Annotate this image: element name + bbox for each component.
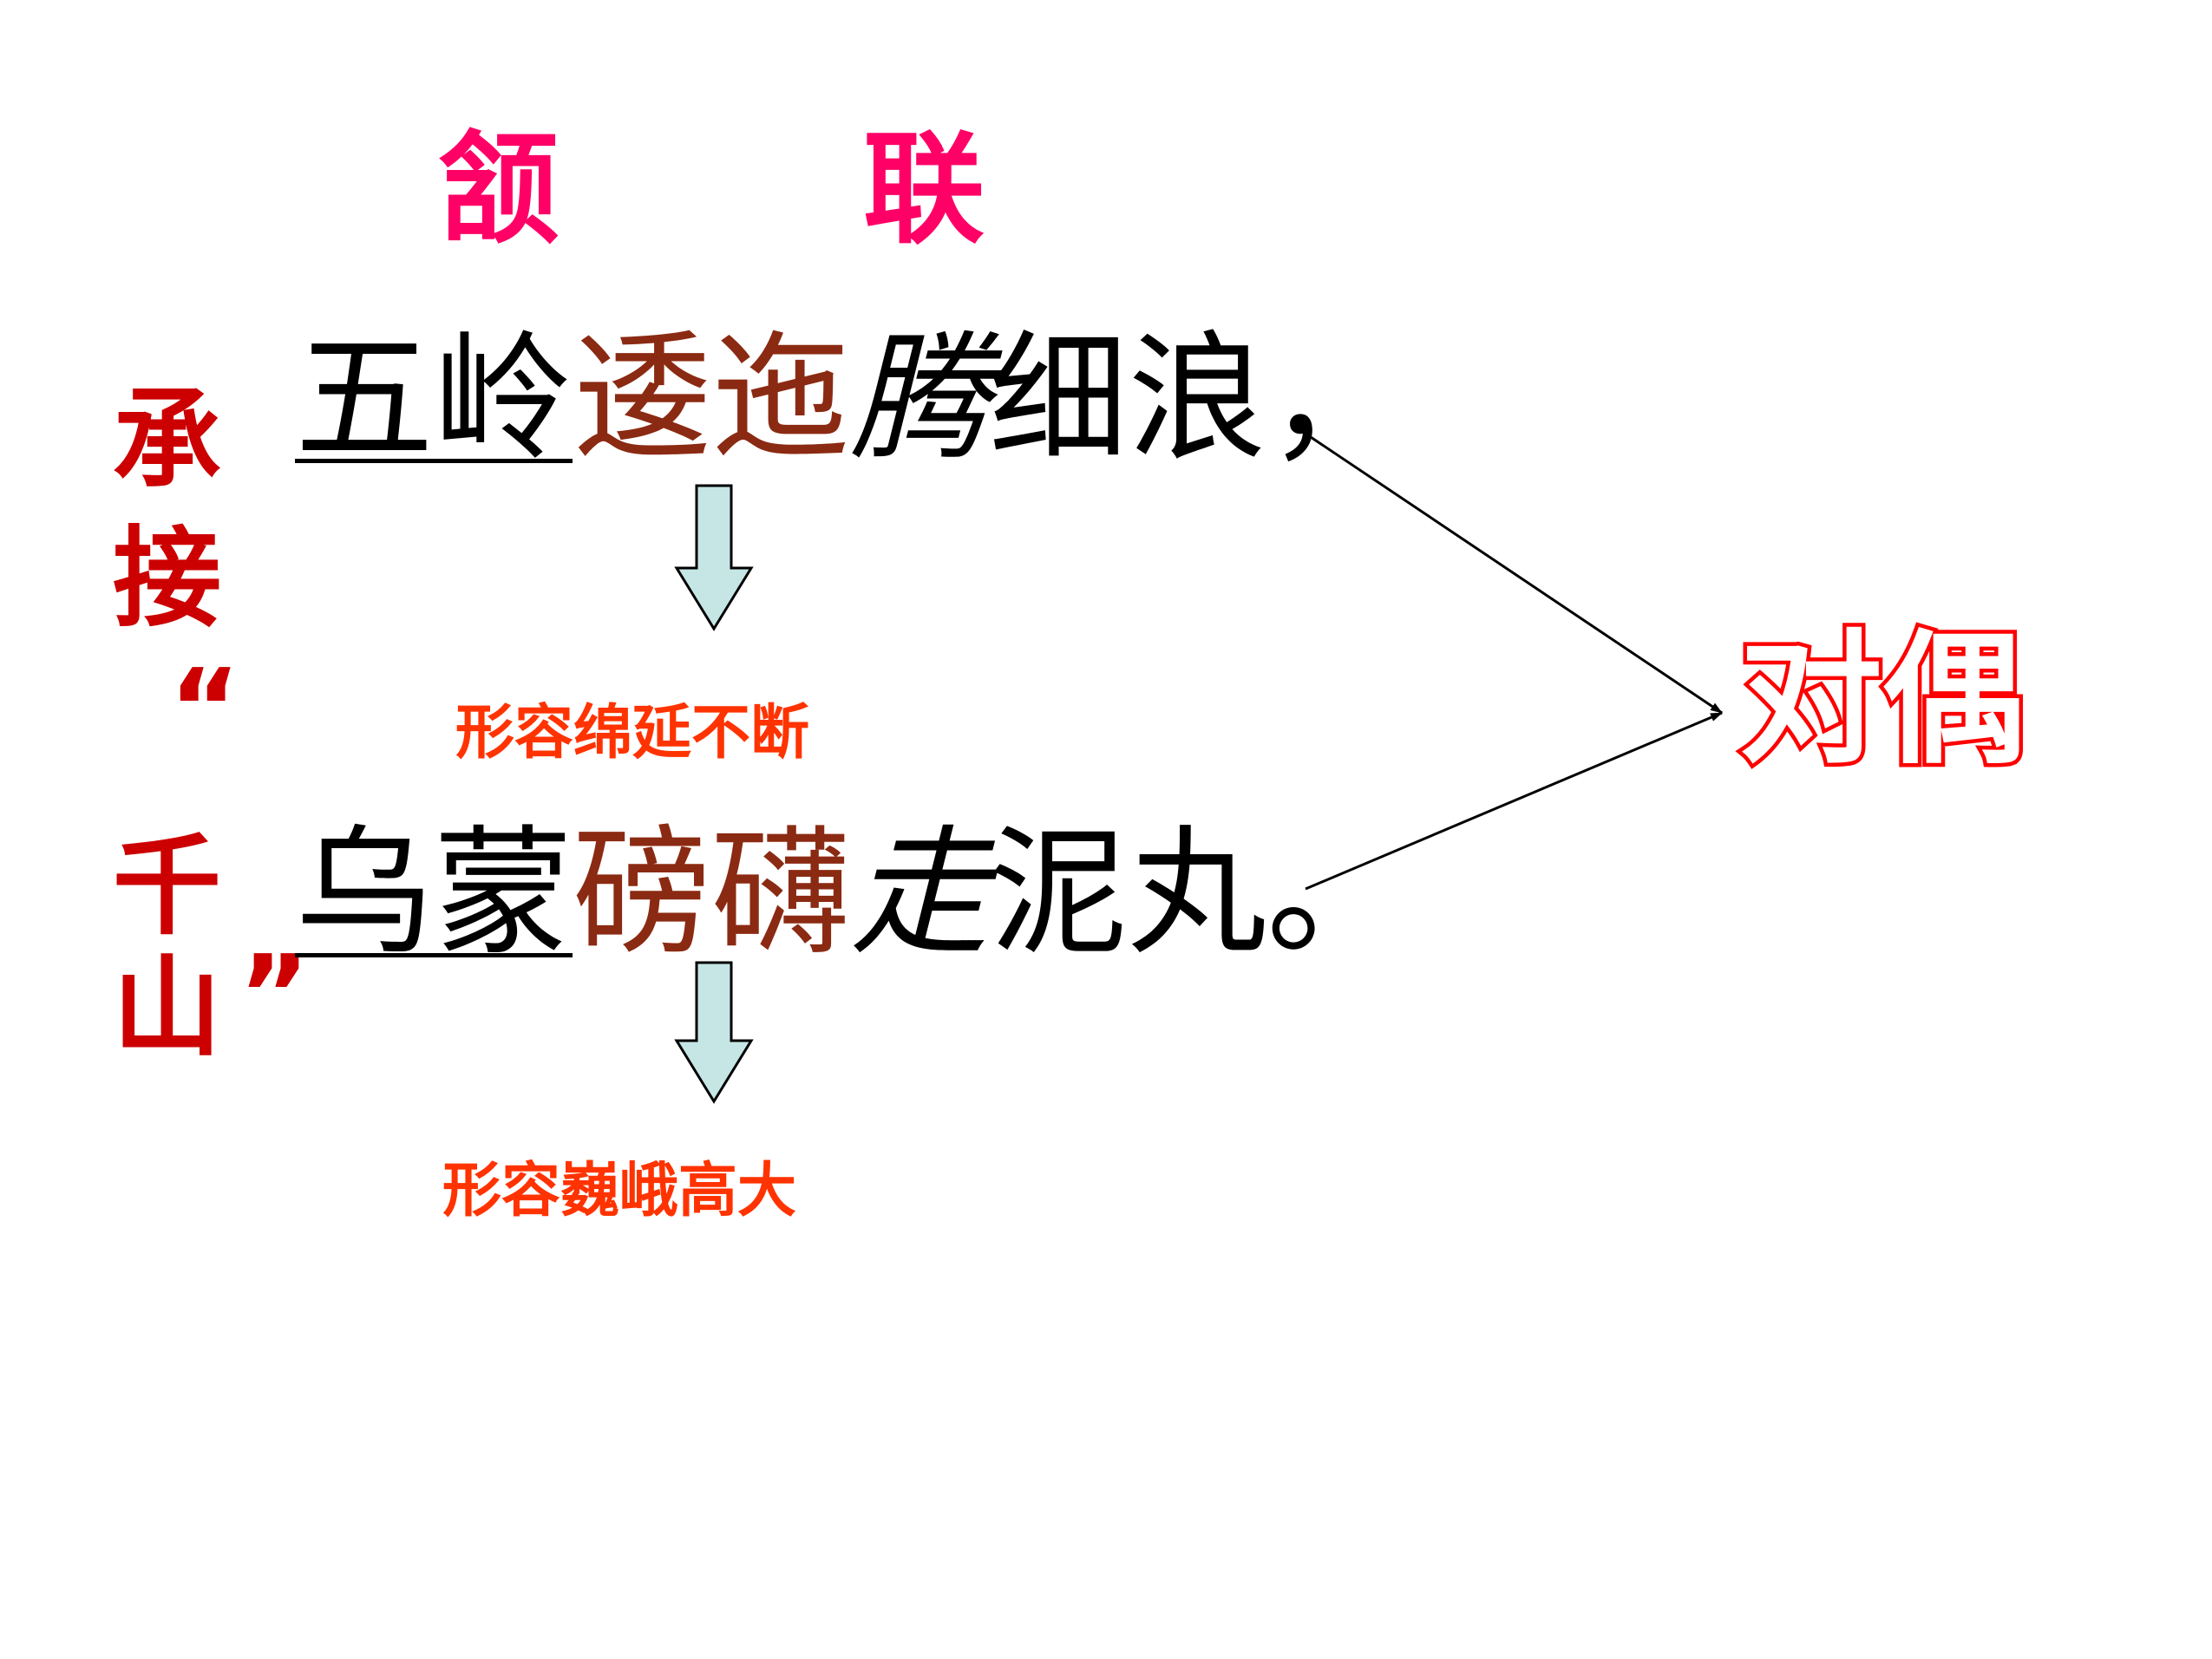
poem-rest: 细浪， (989, 317, 1406, 480)
connector-arrow-bottom (1305, 711, 1723, 891)
side-label-open-quote: “ (169, 646, 241, 772)
down-arrow-1 (674, 484, 754, 631)
title-char-lian: 联 (863, 120, 985, 261)
poem-line-1: 五岭逶迤腾细浪， (295, 330, 1405, 468)
poem-keyword: 磅礴 (573, 812, 851, 974)
side-label-char: 千 (113, 824, 221, 950)
poem-rest: 泥丸。 (989, 812, 1406, 974)
poem-keyword: 逶迤 (573, 317, 851, 480)
side-label-char: 接 (113, 516, 221, 642)
poem-verb: 腾 (850, 317, 990, 480)
conclusion-label: 对偶 (1736, 617, 2030, 783)
poem-line-2: 乌蒙磅礴走泥丸。 (295, 824, 1405, 963)
title-char-han: 颔 (438, 120, 560, 261)
note-meaning-2: 形容巍峨高大 (442, 1157, 797, 1225)
down-arrow-2 (674, 961, 754, 1104)
side-label-char: 山 (113, 945, 221, 1071)
poem-verb: 走 (850, 812, 990, 974)
side-label-char: 承 (113, 377, 221, 503)
side-label-close-quote: ” (239, 932, 311, 1058)
note-meaning-1: 形容绵延不断 (455, 699, 810, 767)
poem-place-name: 五岭 (295, 317, 573, 480)
poem-place-name: 乌蒙 (295, 812, 573, 974)
connector-arrow-top (1305, 432, 1723, 715)
